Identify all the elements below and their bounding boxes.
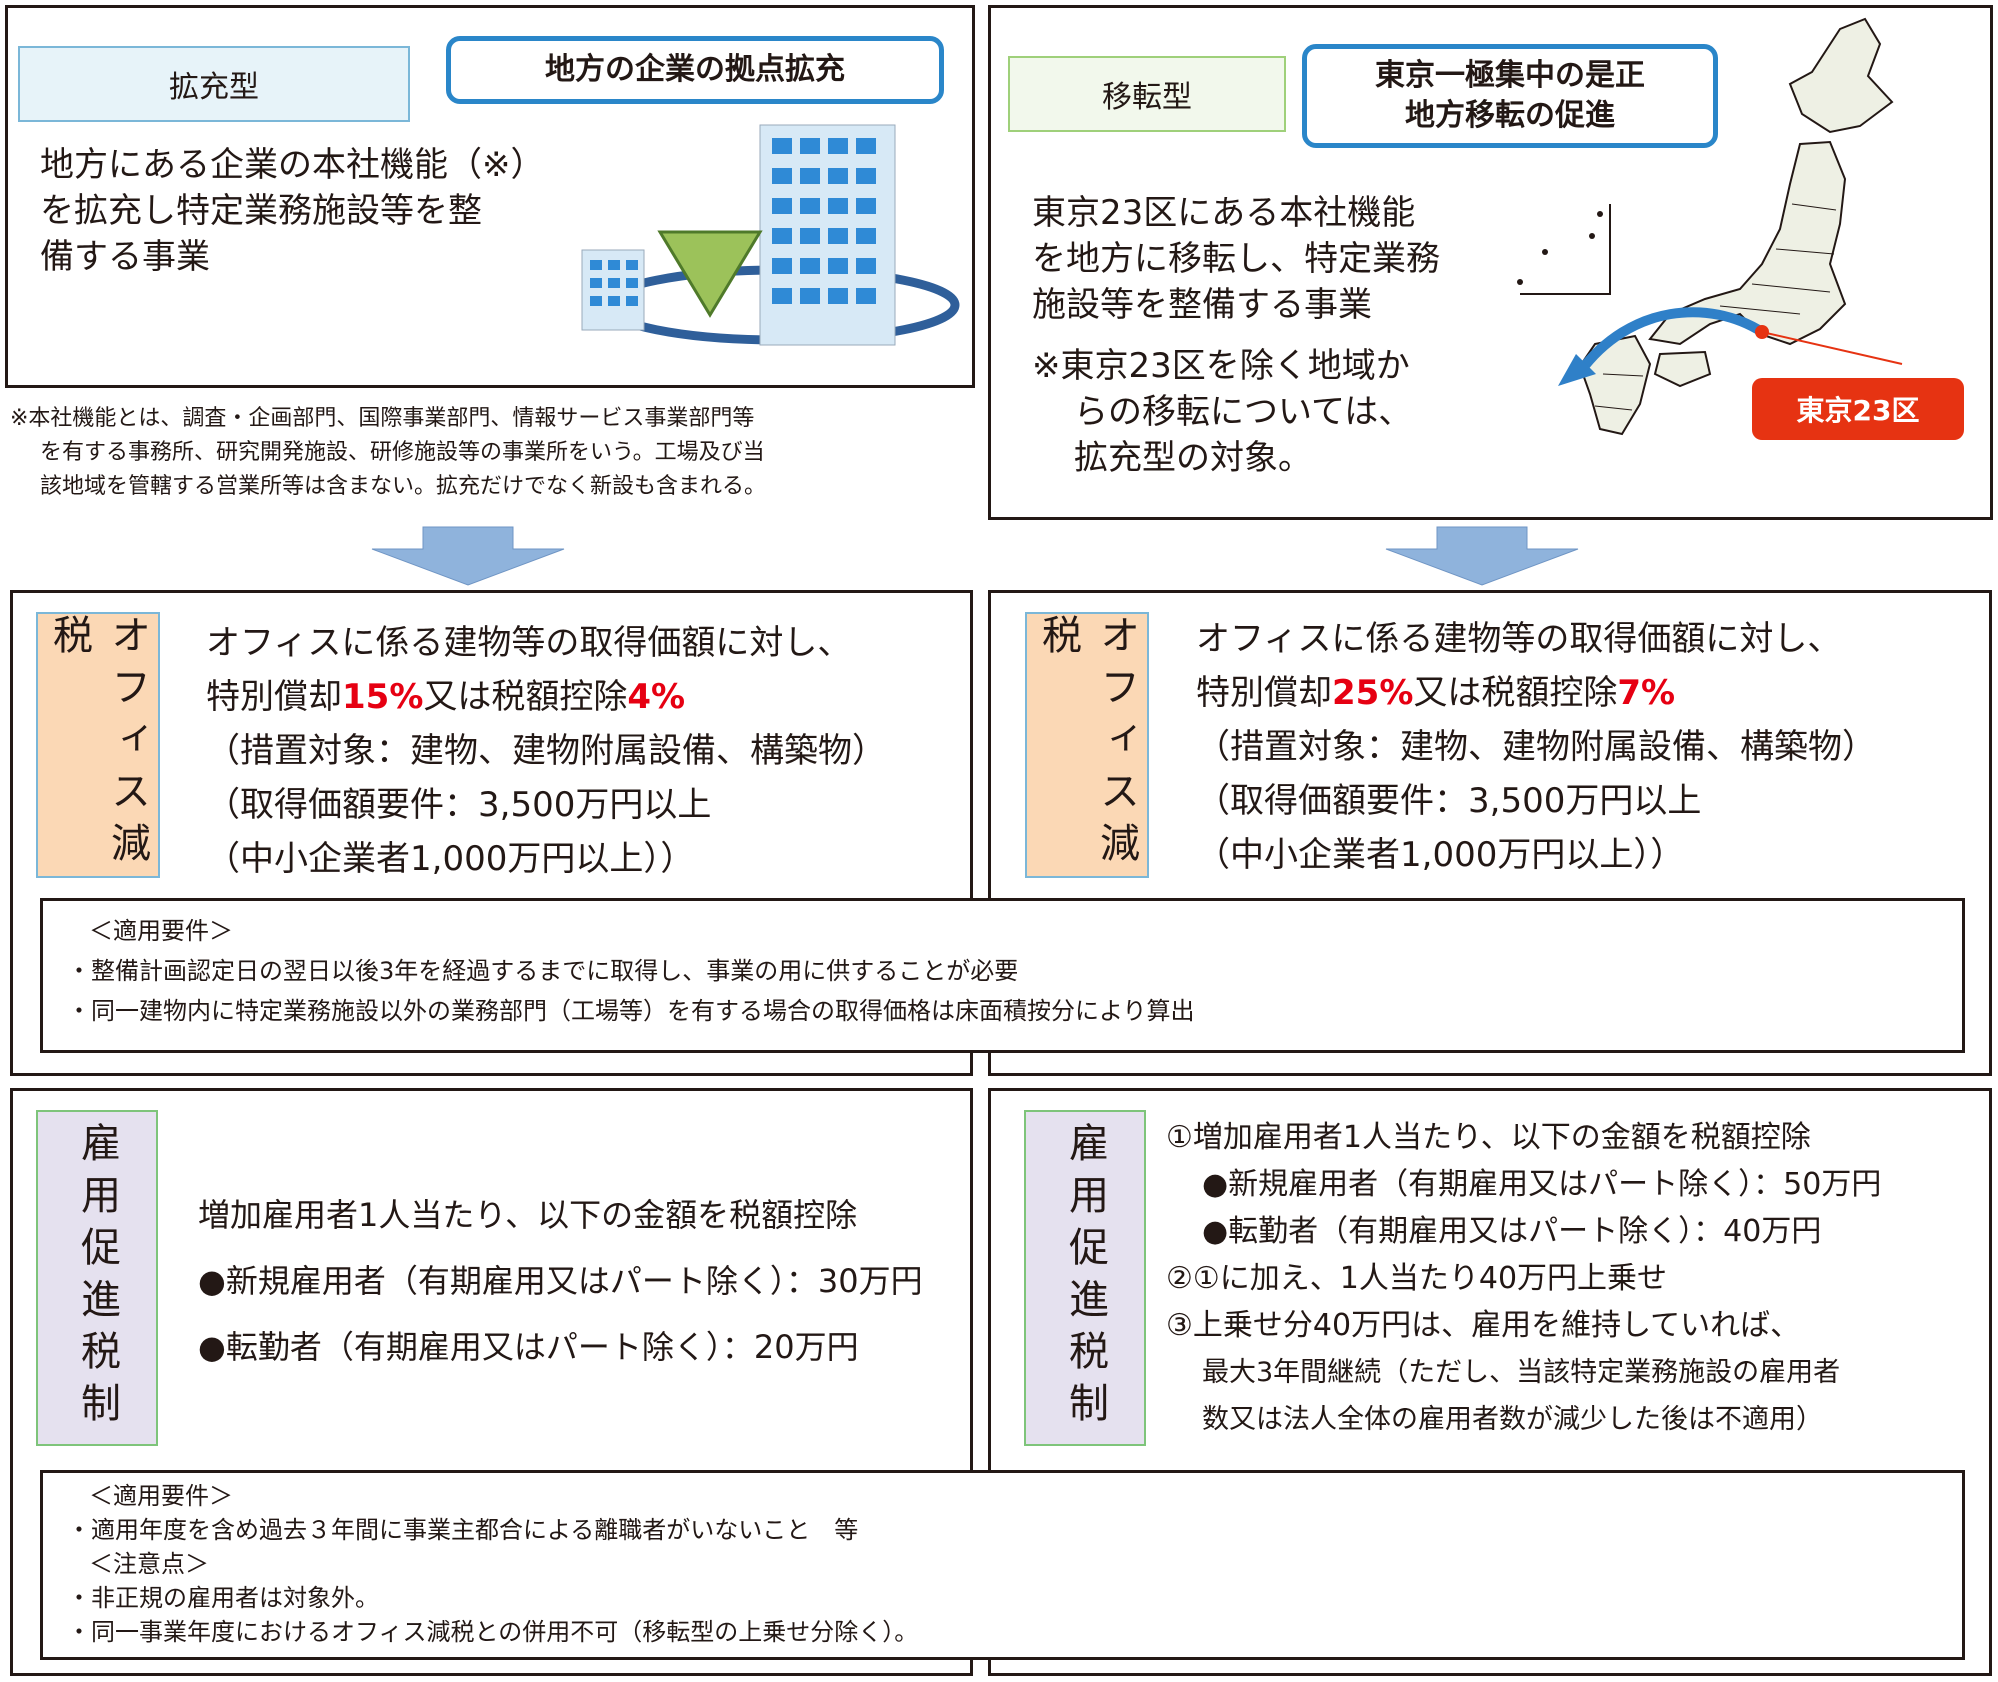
office-tax-label-text: オフィス減税 <box>1035 614 1139 874</box>
employment-tax-label-text: 雇用促進税制 <box>74 1122 120 1434</box>
left-top-description: 地方にある企業の本社機能（※） を拡充し特定業務施設等を整 備する事業 <box>40 142 600 280</box>
office-tax-label-right: オフィス減税 <box>1025 612 1149 878</box>
office-line: （措置対象：建物、建物附属設備、構築物） <box>1196 727 1876 767</box>
req-line: ・整備計画認定日の翌日以後3年を経過するまでに取得し、事業の用に供することが必要 <box>67 957 1019 985</box>
rate-text: 特別償却 <box>1196 673 1332 713</box>
headline-line: 東京一極集中の是正 <box>1375 58 1645 93</box>
note-line: 拡充型の対象。 <box>1074 438 1312 478</box>
desc-line: 施設等を整備する事業 <box>1032 285 1372 325</box>
office-line: （措置対象：建物、建物附属設備、構築物） <box>206 731 886 771</box>
down-arrow-right <box>1385 526 1579 586</box>
footnote-honsha: ※本社機能とは、調査・企画部門、国際事業部門、情報サービス事業部門等 を有する事… <box>10 402 980 504</box>
req-line: ＜注意点＞ <box>89 1550 209 1578</box>
japan-map <box>1517 17 1903 436</box>
tokyo23-label: 東京23区 <box>1796 394 1920 427</box>
desc-line: 東京23区にある本社機能 <box>1032 193 1416 233</box>
emp-line: 増加雇用者1人当たり、以下の金額を税額控除 <box>198 1196 858 1234</box>
footnote-line: ※本社機能とは、調査・企画部門、国際事業部門、情報サービス事業部門等 <box>10 406 755 431</box>
emp-line: ③上乗せ分40万円は、雇用を維持していれば、 <box>1166 1308 1801 1343</box>
type-label-text: 拡充型 <box>169 70 259 105</box>
depreciation-rate: 25% <box>1332 673 1414 713</box>
req-line: ・同一事業年度におけるオフィス減税との併用不可（移転型の上乗せ分除く）。 <box>67 1618 919 1646</box>
right-top-note: ※東京23区を除く地域か らの移転については、 拡充型の対象。 <box>1032 343 1532 481</box>
rate-text: 又は税額控除 <box>1413 673 1618 713</box>
office-line: オフィスに係る建物等の取得価額に対し、 <box>1196 619 1842 659</box>
credit-rate: 4% <box>627 677 686 717</box>
down-arrow-left <box>371 526 565 586</box>
office-tax-label-text: オフィス減税 <box>46 614 150 874</box>
office-tax-left-text: オフィスに係る建物等の取得価額に対し、 特別償却15%又は税額控除4% （措置対… <box>206 616 966 886</box>
req-line: ＜適用要件＞ <box>89 917 233 945</box>
office-rate-line: 特別償却25%又は税額控除7% <box>1196 666 1986 720</box>
office-line: （中小企業者1,000万円以上）） <box>206 839 695 879</box>
rate-text: 又は税額控除 <box>423 677 628 717</box>
type-label-iten: 移転型 <box>1008 56 1286 132</box>
office-line: （中小企業者1,000万円以上）） <box>1196 835 1685 875</box>
employment-tax-left-text: 増加雇用者1人当たり、以下の金額を税額控除 ●新規雇用者（有期雇用又はパート除く… <box>198 1182 968 1380</box>
buildings-illustration <box>581 124 960 346</box>
desc-line: を地方に移転し、特定業務 <box>1032 239 1440 279</box>
desc-line: 地方にある企業の本社機能（※） <box>40 145 545 185</box>
office-tax-right-text: オフィスに係る建物等の取得価額に対し、 特別償却25%又は税額控除7% （措置対… <box>1196 612 1986 882</box>
employment-tax-label-text: 雇用促進税制 <box>1062 1122 1108 1434</box>
employment-tax-requirements: ＜適用要件＞ ・適用年度を含め過去３年間に事業主都合による離職者がいないこと 等… <box>40 1470 1965 1660</box>
type-label-text: 移転型 <box>1102 80 1192 115</box>
desc-line: 備する事業 <box>40 237 210 277</box>
emp-line: ●転勤者（有期雇用又はパート除く）：20万円 <box>198 1328 859 1366</box>
office-tax-requirements: ＜適用要件＞ ・整備計画認定日の翌日以後3年を経過するまでに取得し、事業の用に供… <box>40 898 1965 1053</box>
req-line: ・非正規の雇用者は対象外。 <box>67 1584 379 1612</box>
emp-line: 数又は法人全体の雇用者数が減少した後は不適用） <box>1202 1404 1823 1435</box>
emp-line: ●転勤者（有期雇用又はパート除く）：40万円 <box>1202 1214 1822 1249</box>
credit-rate: 7% <box>1617 673 1676 713</box>
right-top-description: 東京23区にある本社機能 を地方に移転し、特定業務 施設等を整備する事業 <box>1032 190 1532 328</box>
headline-line: 地方移転の促進 <box>1405 98 1615 133</box>
desc-line: を拡充し特定業務施設等を整 <box>40 191 482 231</box>
footnote-line: を有する事務所、研究開発施設、研修施設等の事業所をいう。工場及び当 <box>40 440 765 465</box>
office-line: オフィスに係る建物等の取得価額に対し、 <box>206 623 852 663</box>
emp-line: ●新規雇用者（有期雇用又はパート除く）：50万円 <box>1202 1167 1882 1202</box>
req-line: ・適用年度を含め過去３年間に事業主都合による離職者がいないこと 等 <box>67 1516 859 1544</box>
emp-line: ①増加雇用者1人当たり、以下の金額を税額控除 <box>1166 1120 1811 1155</box>
emp-line: 最大3年間継続（ただし、当該特定業務施設の雇用者 <box>1202 1357 1841 1388</box>
footnote-line: 該地域を管轄する営業所等は含まない。拡充だけでなく新設も含まれる。 <box>40 474 767 499</box>
office-line: （取得価額要件：3,500万円以上 <box>1196 781 1702 821</box>
emp-line: ②①に加え、1人当たり40万円上乗せ <box>1166 1261 1668 1296</box>
depreciation-rate: 15% <box>342 677 424 717</box>
headline-box-right: 東京一極集中の是正 地方移転の促進 <box>1302 44 1718 148</box>
headline-box-left: 地方の企業の拠点拡充 <box>446 36 944 104</box>
emp-line: ●新規雇用者（有期雇用又はパート除く）：30万円 <box>198 1262 923 1300</box>
rate-text: 特別償却 <box>206 677 342 717</box>
req-line: ・同一建物内に特定業務施設以外の業務部門（工場等）を有する場合の取得価格は床面積… <box>67 997 1195 1025</box>
tokyo23-badge: 東京23区 <box>1752 378 1964 440</box>
note-line: ※東京23区を除く地域か <box>1032 346 1410 386</box>
office-line: （取得価額要件：3,500万円以上 <box>206 785 712 825</box>
employment-tax-right-text: ①増加雇用者1人当たり、以下の金額を税額控除 ●新規雇用者（有期雇用又はパート除… <box>1166 1114 1991 1443</box>
employment-tax-label-right: 雇用促進税制 <box>1024 1110 1146 1446</box>
employment-tax-label-left: 雇用促進税制 <box>36 1110 158 1446</box>
type-label-kakuju: 拡充型 <box>18 46 410 122</box>
note-line: らの移転については、 <box>1074 392 1413 432</box>
headline-text: 地方の企業の拠点拡充 <box>545 52 845 87</box>
office-rate-line: 特別償却15%又は税額控除4% <box>206 670 966 724</box>
req-line: ＜適用要件＞ <box>89 1482 233 1510</box>
office-tax-label-left: オフィス減税 <box>36 612 160 878</box>
